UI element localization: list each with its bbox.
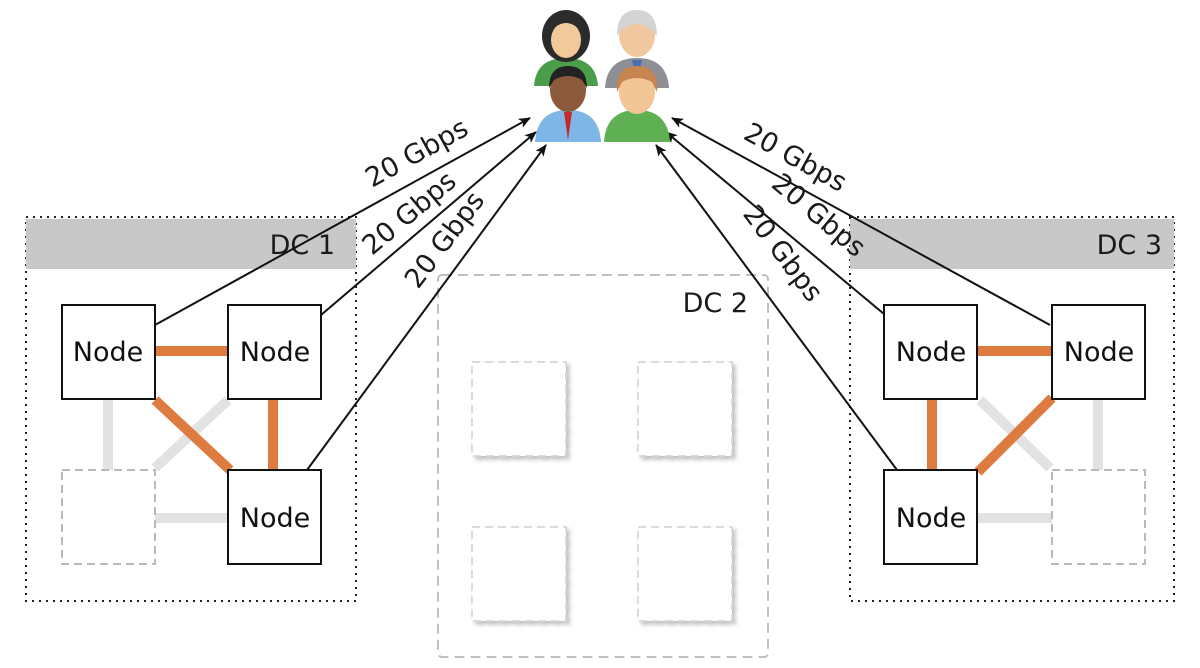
uplink-arrow <box>671 117 1051 326</box>
dc1-node-label: Node <box>240 503 310 534</box>
dc1-node-label: Node <box>240 337 310 368</box>
dc3-active-link <box>974 394 1056 476</box>
dc2-inactive-node <box>471 361 567 457</box>
uplink-arrow <box>306 144 547 471</box>
dc3-node <box>883 469 978 565</box>
uplink-arrow <box>320 131 537 316</box>
uplink-arrow <box>665 131 885 315</box>
dc1-inactive-node <box>61 469 156 565</box>
dc3-group: DC 3 Node Node Node <box>849 216 1175 602</box>
dc3-border <box>849 216 1175 602</box>
dc1-active-link <box>151 396 234 474</box>
dc2-group: DC 2 <box>437 274 769 658</box>
uplink-arrow <box>154 117 531 326</box>
user-man-icon <box>535 66 601 142</box>
uplink-arrows <box>154 117 1051 471</box>
dc1-group: DC 1 Node Node Node <box>25 216 357 602</box>
dc3-node-label: Node <box>1064 337 1134 368</box>
users-group-icon <box>534 10 670 142</box>
uplink-arrow <box>655 144 898 471</box>
dc1-node <box>61 304 156 400</box>
dc2-inactive-node <box>637 361 733 457</box>
dc3-inactive-node <box>1051 469 1146 565</box>
dc1-node <box>227 304 322 400</box>
dc2-inactive-node <box>637 526 733 622</box>
dc2-label: DC 2 <box>683 288 748 319</box>
dc2-border <box>437 274 769 658</box>
dc3-node <box>883 304 978 400</box>
dc3-label: DC 3 <box>1097 230 1162 261</box>
dc2-inactive-node <box>471 526 567 622</box>
dc1-node-label: Node <box>73 337 143 368</box>
dc3-node <box>1051 304 1146 400</box>
dc3-node-label: Node <box>896 337 966 368</box>
dc3-node-label: Node <box>896 503 966 534</box>
user-woman-icon <box>604 66 670 142</box>
dc1-node <box>227 469 322 565</box>
bandwidth-label: 20 Gbps <box>360 113 473 195</box>
